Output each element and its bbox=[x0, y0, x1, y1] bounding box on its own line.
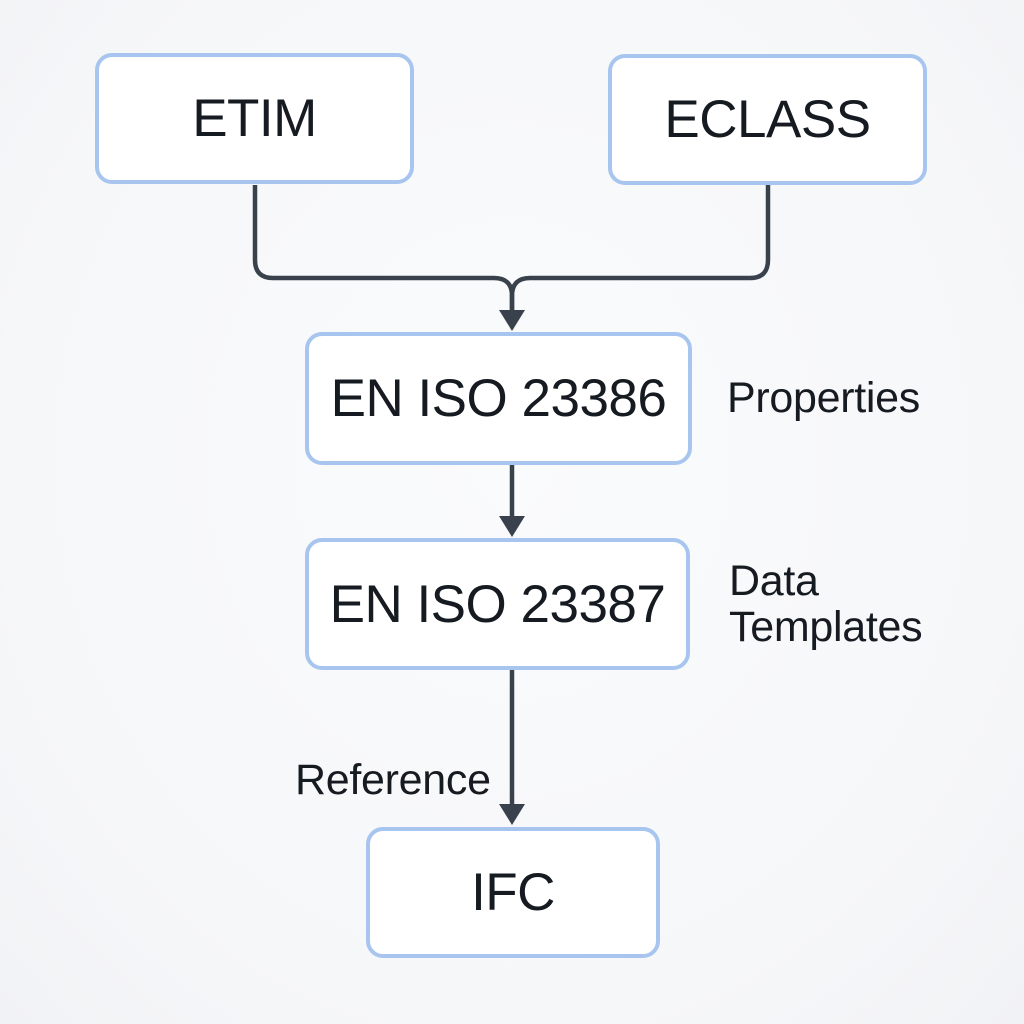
arrowhead-into-en-iso-23386-icon bbox=[499, 310, 525, 331]
node-ifc-label: IFC bbox=[471, 863, 555, 922]
annotation-properties: Properties bbox=[727, 332, 920, 465]
node-en-iso-23386-label: EN ISO 23386 bbox=[330, 369, 667, 428]
arrowhead-into-en-iso-23387-icon bbox=[499, 516, 525, 537]
node-ifc: IFC bbox=[366, 827, 660, 958]
annotation-reference: Reference bbox=[295, 757, 491, 803]
node-eclass-label: ECLASS bbox=[664, 90, 871, 149]
annotation-data-templates: Data Templates bbox=[729, 538, 923, 670]
annotation-reference-text: Reference bbox=[295, 756, 491, 804]
annotation-data-templates-line2: Templates bbox=[729, 603, 923, 651]
node-etim-label: ETIM bbox=[192, 89, 317, 148]
annotation-properties-text: Properties bbox=[727, 374, 920, 422]
edge-etim-to-merge bbox=[252, 185, 515, 312]
node-eclass: ECLASS bbox=[608, 54, 927, 185]
edge-eclass-to-merge bbox=[509, 185, 771, 312]
node-en-iso-23386: EN ISO 23386 bbox=[305, 332, 692, 465]
node-en-iso-23387: EN ISO 23387 bbox=[305, 538, 690, 670]
node-etim: ETIM bbox=[95, 53, 414, 184]
node-en-iso-23387-label: EN ISO 23387 bbox=[329, 574, 666, 634]
arrowhead-into-ifc-icon bbox=[499, 804, 525, 825]
annotation-data-templates-line1: Data bbox=[729, 557, 819, 605]
